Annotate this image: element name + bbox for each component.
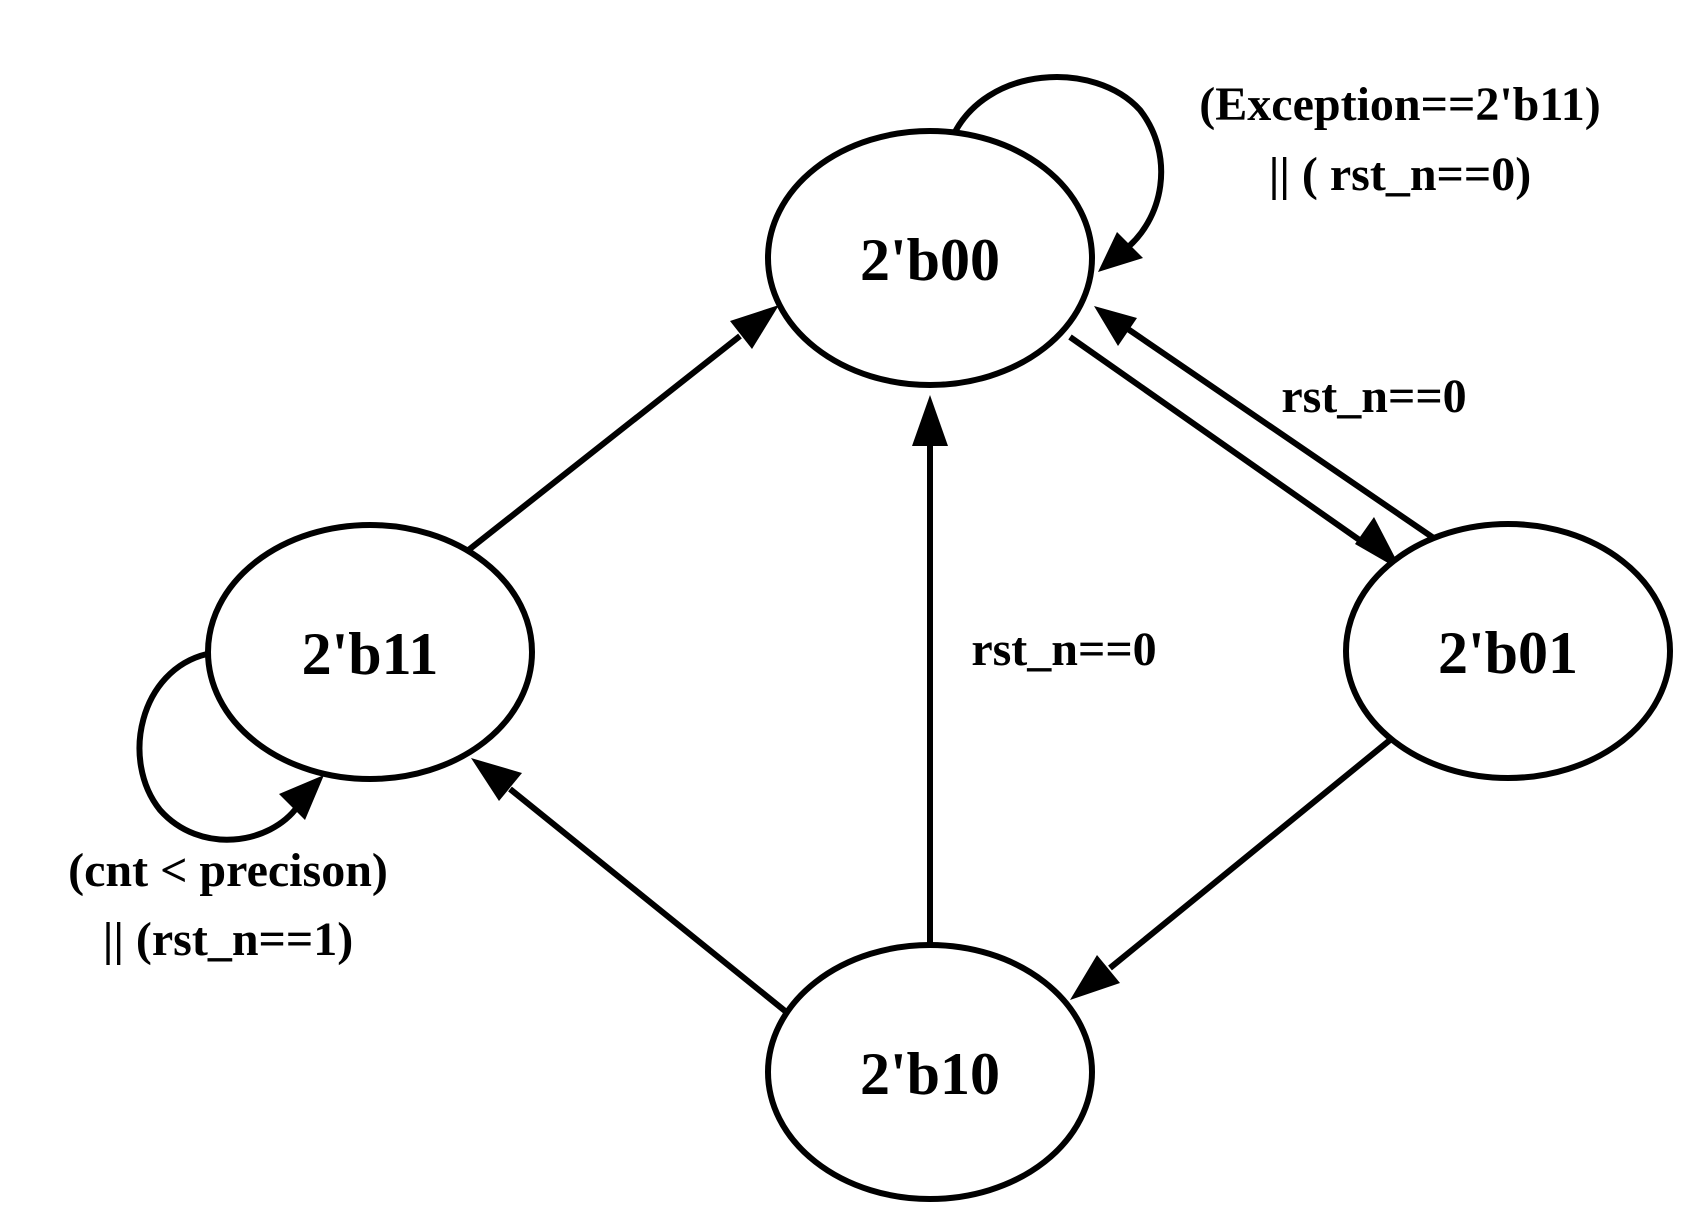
self-loop-s11 — [136, 651, 324, 843]
edge-s01-to-s00 — [1094, 306, 1440, 544]
state-label-s00: 2'b00 — [860, 227, 1000, 293]
label-s10-to-s00: rst_n==0 — [971, 623, 1156, 676]
state-node-s01: 2'b01 — [1343, 521, 1673, 781]
label-s11-self-line2: || (rst_n==1) — [103, 913, 353, 966]
self-loop-s00 — [949, 74, 1165, 272]
label-s00-self-line1: (Exception==2'b11) — [1199, 78, 1600, 131]
edge-s00-to-s01 — [1068, 334, 1402, 571]
label-s11-self-line1: (cnt < precison) — [68, 844, 388, 897]
label-s01-to-s00: rst_n==0 — [1281, 370, 1466, 423]
state-label-s10: 2'b10 — [860, 1041, 1000, 1107]
edge-s10-to-s11 — [471, 758, 792, 1018]
label-s00-self-line2: || ( rst_n==0) — [1269, 148, 1531, 201]
state-node-s11: 2'b11 — [205, 522, 535, 782]
edge-s01-to-s10 — [1070, 737, 1392, 1000]
edge-s10-to-s00 — [912, 395, 948, 950]
state-label-s11: 2'b11 — [302, 621, 439, 687]
state-node-s00: 2'b00 — [765, 128, 1095, 388]
state-node-s10: 2'b10 — [765, 942, 1095, 1202]
edge-s11-to-s00 — [464, 305, 779, 555]
state-label-s01: 2'b01 — [1438, 620, 1578, 686]
